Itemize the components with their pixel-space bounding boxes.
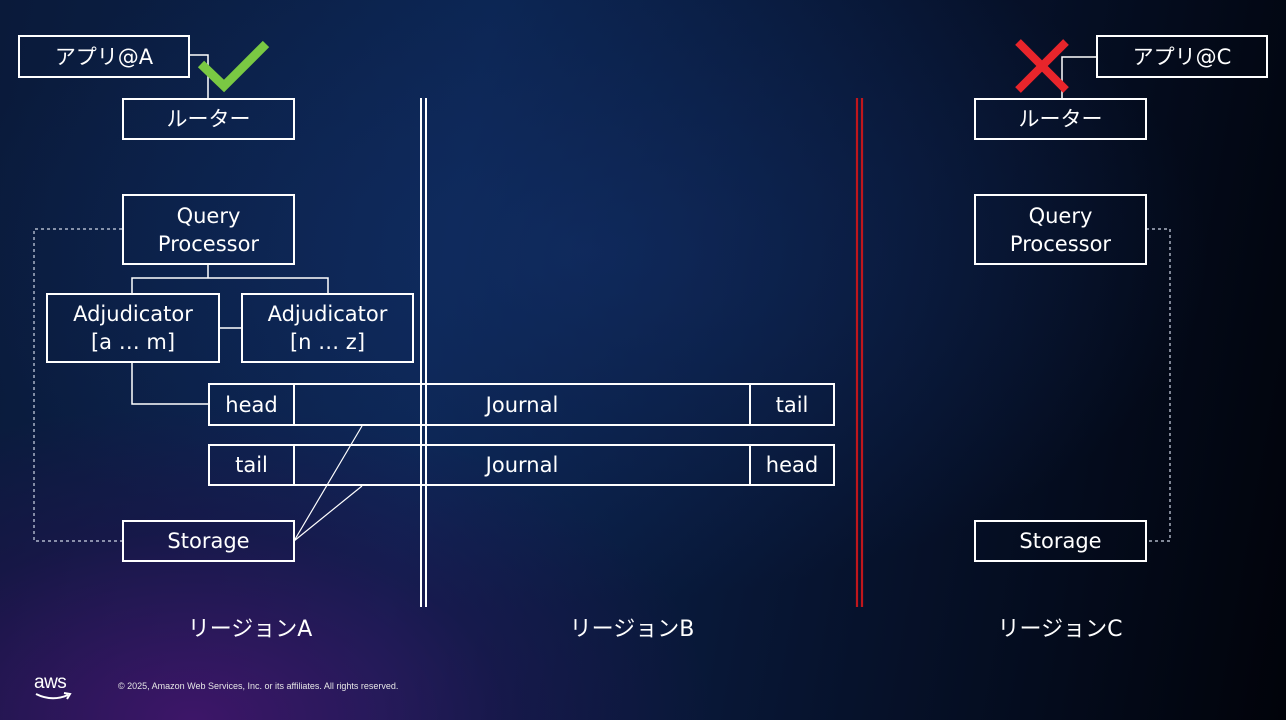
query-processor-a-line2: Processor — [157, 231, 260, 256]
query-processor-c-line1: Query — [1028, 203, 1093, 228]
copyright-text: © 2025, Amazon Web Services, Inc. or its… — [118, 681, 399, 691]
query-processor-a-line1: Query — [176, 203, 241, 228]
qp-a-branch — [131, 277, 329, 293]
journal-2-head-label: head — [765, 453, 819, 477]
journal-1-head-label: head — [225, 392, 278, 417]
journal-2-tail-label: tail — [235, 453, 268, 477]
journal-2-label: Journal — [485, 453, 559, 477]
adjudicator-a-m-box: Adjudicator [a … m] — [46, 293, 220, 363]
app-c-router-connector — [1061, 56, 1096, 98]
adjudicator-n-z-line1: Adjudicator — [267, 302, 388, 326]
cross-icon — [1015, 39, 1069, 93]
region-c-dotted-connector — [1146, 228, 1171, 542]
journal-2-right-cell: head — [749, 444, 835, 486]
region-a-label: リージョンA — [187, 617, 313, 642]
adjudicator-head-connector — [131, 362, 209, 405]
journal-1-tail-label: tail — [775, 392, 809, 417]
adjudicator-a-m-line1: Adjudicator — [73, 302, 193, 326]
aws-smile-icon — [35, 692, 72, 700]
router-a-box: ルーター — [122, 98, 295, 140]
aws-logo-text: aws — [34, 672, 67, 693]
adjudicator-a-m-line2: [a … m] — [90, 330, 176, 354]
region-a-dotted-connector — [33, 228, 122, 542]
journal-1-right-cell: tail — [749, 383, 835, 426]
adjudicator-n-z-box: Adjudicator [n … z] — [241, 293, 414, 363]
storage-c-box: Storage — [974, 520, 1147, 562]
storage-a-box: Storage — [122, 520, 295, 562]
app-a-box: アプリ@A — [18, 35, 190, 78]
router-a-label: ルーター — [166, 107, 251, 131]
aws-logo: aws — [34, 672, 72, 700]
journal-1-label: Journal — [485, 392, 559, 417]
router-c-label: ルーター — [1018, 107, 1103, 131]
journal-2-left-cell: tail — [208, 444, 295, 486]
journal-1-middle-cell: Journal — [294, 383, 750, 426]
storage-a-label: Storage — [167, 529, 250, 553]
region-c-label: リージョンC — [997, 617, 1123, 642]
router-c-box: ルーター — [974, 98, 1147, 140]
app-c-box: アプリ@C — [1096, 35, 1268, 78]
check-icon — [197, 40, 270, 93]
app-a-label: アプリ@A — [54, 44, 154, 69]
query-processor-a-box: Query Processor — [122, 194, 295, 265]
app-a-router-connector — [190, 54, 209, 98]
adjudicator-n-z-line2: [n … z] — [289, 330, 366, 354]
storage-journal2-connector — [293, 485, 363, 542]
region-b-label: リージョンB — [569, 617, 695, 642]
journal-2-middle-cell: Journal — [294, 444, 750, 486]
storage-c-label: Storage — [1019, 529, 1102, 553]
query-processor-c-line2: Processor — [1009, 231, 1112, 256]
app-c-label: アプリ@C — [1132, 44, 1232, 69]
query-processor-c-box: Query Processor — [974, 194, 1147, 265]
journal-1-left-cell: head — [208, 383, 295, 426]
